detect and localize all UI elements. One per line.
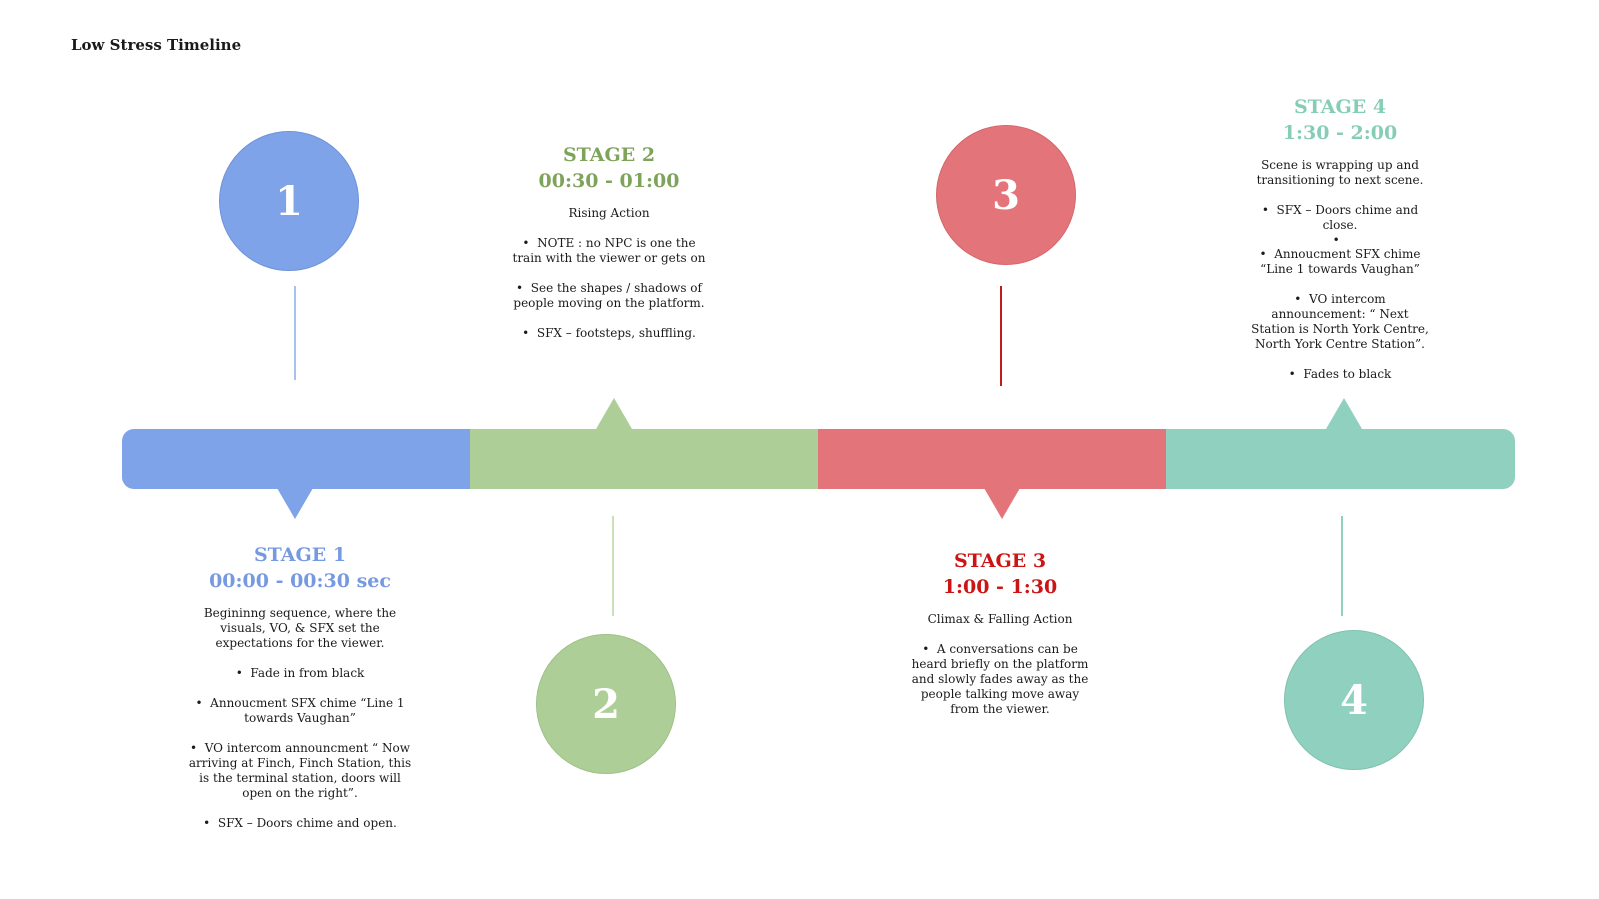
stage-1-bullet: Annoucment SFX chime “Line 1 towards Vau… — [188, 696, 413, 726]
stage-1-bullet: VO intercom announcment “ Now arriving a… — [188, 741, 413, 801]
stage-3-time: 1:00 - 1:30 — [942, 576, 1058, 598]
stage-4-intro: Scene is wrapping up and transitioning t… — [1256, 158, 1424, 187]
timeline-segment-stage-2 — [470, 429, 819, 489]
stage-2-connector-line — [612, 516, 614, 616]
stage-4-number-circle: 4 — [1284, 630, 1424, 770]
stage-1-title: STAGE 1 — [253, 544, 347, 566]
stage-1-description: STAGE 1 00:00 - 00:30 sec Begininng sequ… — [180, 542, 420, 846]
stage-1-time: 00:00 - 00:30 sec — [209, 570, 391, 592]
stage-1-connector-line — [294, 286, 296, 380]
stage-2-description: STAGE 2 00:30 - 01:00 Rising Action NOTE… — [494, 142, 724, 356]
stage-3-number-circle: 3 — [936, 125, 1076, 265]
stage-1-bullet: Fade in from black — [188, 666, 413, 681]
stage-4-time: 1:30 - 2:00 — [1282, 122, 1398, 144]
stage-1-pointer — [277, 488, 313, 519]
stage-1-intro: Begininng sequence, where the visuals, V… — [203, 606, 397, 650]
stage-1-number-circle: 1 — [219, 131, 359, 271]
stage-1-bullet: SFX – Doors chime and open. — [188, 816, 413, 831]
stage-4-bullet: SFX – Doors chime and close. — [1250, 203, 1430, 233]
stage-3-description: STAGE 3 1:00 - 1:30 Climax & Falling Act… — [880, 548, 1120, 732]
page-title: Low Stress Timeline — [71, 36, 242, 54]
stage-3-connector-line — [1000, 286, 1002, 386]
stage-4-description: STAGE 4 1:30 - 2:00 Scene is wrapping up… — [1235, 94, 1445, 397]
stage-4-connector-line — [1341, 516, 1343, 616]
stage-4-bullet: Fades to black — [1250, 367, 1430, 382]
stage-3-pointer — [984, 488, 1020, 519]
stage-2-time: 00:30 - 01:00 — [538, 170, 680, 192]
timeline-segment-stage-3 — [818, 429, 1167, 489]
stage-4-bullet: VO intercom announcement: “ Next Station… — [1250, 292, 1430, 352]
stage-4-pointer — [1326, 398, 1362, 429]
timeline-segment-stage-1 — [122, 429, 471, 489]
stage-4-bullet-empty — [1250, 233, 1430, 247]
stage-2-title: STAGE 2 — [562, 144, 656, 166]
stage-2-bullet: SFX – footsteps, shuffling. — [512, 326, 707, 341]
stage-3-intro: Climax & Falling Action — [927, 612, 1073, 626]
timeline-segment-stage-4 — [1166, 429, 1515, 489]
stage-2-bullet: See the shapes / shadows of people movin… — [512, 281, 707, 311]
stage-2-number-circle: 2 — [536, 634, 676, 774]
stage-3-title: STAGE 3 — [953, 550, 1047, 572]
stage-4-title: STAGE 4 — [1293, 96, 1387, 118]
stage-2-intro: Rising Action — [568, 206, 650, 220]
stage-4-bullet: Annoucment SFX chime “Line 1 towards Vau… — [1250, 247, 1430, 277]
stage-2-pointer — [596, 398, 632, 429]
stage-2-bullet: NOTE : no NPC is one the train with the … — [512, 236, 707, 266]
stage-3-bullet: A conversations can be heard briefly on … — [910, 642, 1090, 717]
